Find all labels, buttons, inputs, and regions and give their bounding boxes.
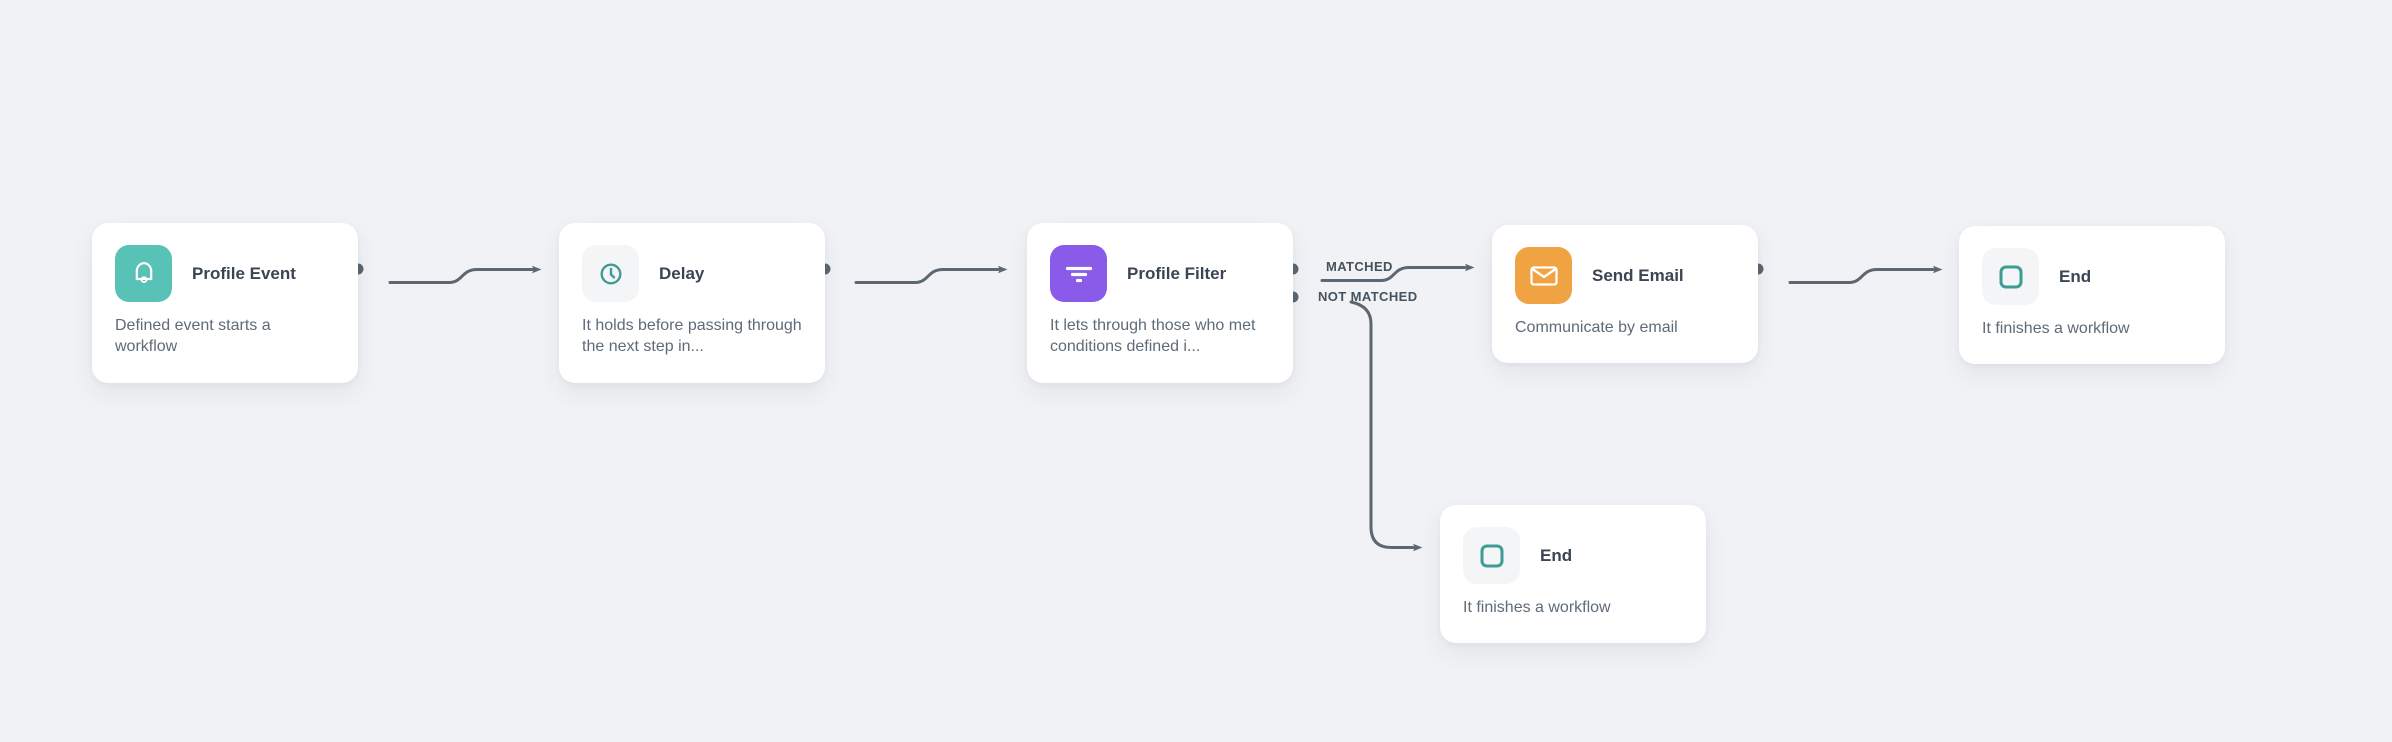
node-title: End bbox=[2059, 266, 2092, 286]
node-title: Send Email bbox=[1592, 265, 1684, 285]
node-delay[interactable]: Delay It holds before passing through th… bbox=[559, 223, 825, 383]
bell-icon bbox=[115, 245, 172, 302]
envelope-icon bbox=[1515, 247, 1572, 304]
node-title: Profile Event bbox=[192, 263, 296, 283]
node-end[interactable]: End It finishes a workflow bbox=[1959, 226, 2225, 364]
node-profile-filter[interactable]: Profile Filter It lets through those who… bbox=[1027, 223, 1293, 383]
node-description: Defined event starts a workflow bbox=[115, 317, 271, 355]
stop-square-icon bbox=[1463, 527, 1520, 584]
node-description: It holds before passing through the next… bbox=[582, 317, 802, 355]
node-description: It lets through those who met conditions… bbox=[1050, 317, 1256, 355]
node-send-email[interactable]: Send Email Communicate by email bbox=[1492, 225, 1758, 363]
connector-send-email-to-end bbox=[1788, 265, 1943, 284]
edge-label-matched: MATCHED bbox=[1326, 259, 1393, 274]
stop-square-icon bbox=[1982, 248, 2039, 305]
node-description: It finishes a workflow bbox=[1463, 599, 1611, 616]
connector-profile-event-to-delay bbox=[388, 265, 542, 284]
node-description: It finishes a workflow bbox=[1982, 320, 2130, 337]
filter-icon bbox=[1050, 245, 1107, 302]
node-description: Communicate by email bbox=[1515, 319, 1678, 336]
node-profile-event[interactable]: Profile Event Defined event starts a wor… bbox=[92, 223, 358, 383]
node-title: Profile Filter bbox=[1127, 263, 1227, 283]
node-title: Delay bbox=[659, 263, 705, 283]
clock-icon bbox=[582, 245, 639, 302]
connector-delay-to-profile-filter bbox=[854, 265, 1008, 284]
edge-label-not-matched: NOT MATCHED bbox=[1318, 289, 1418, 304]
node-end-not-matched[interactable]: End It finishes a workflow bbox=[1440, 505, 1706, 643]
node-title: End bbox=[1540, 545, 1573, 565]
connector-not-matched-to-end bbox=[1349, 300, 1423, 552]
